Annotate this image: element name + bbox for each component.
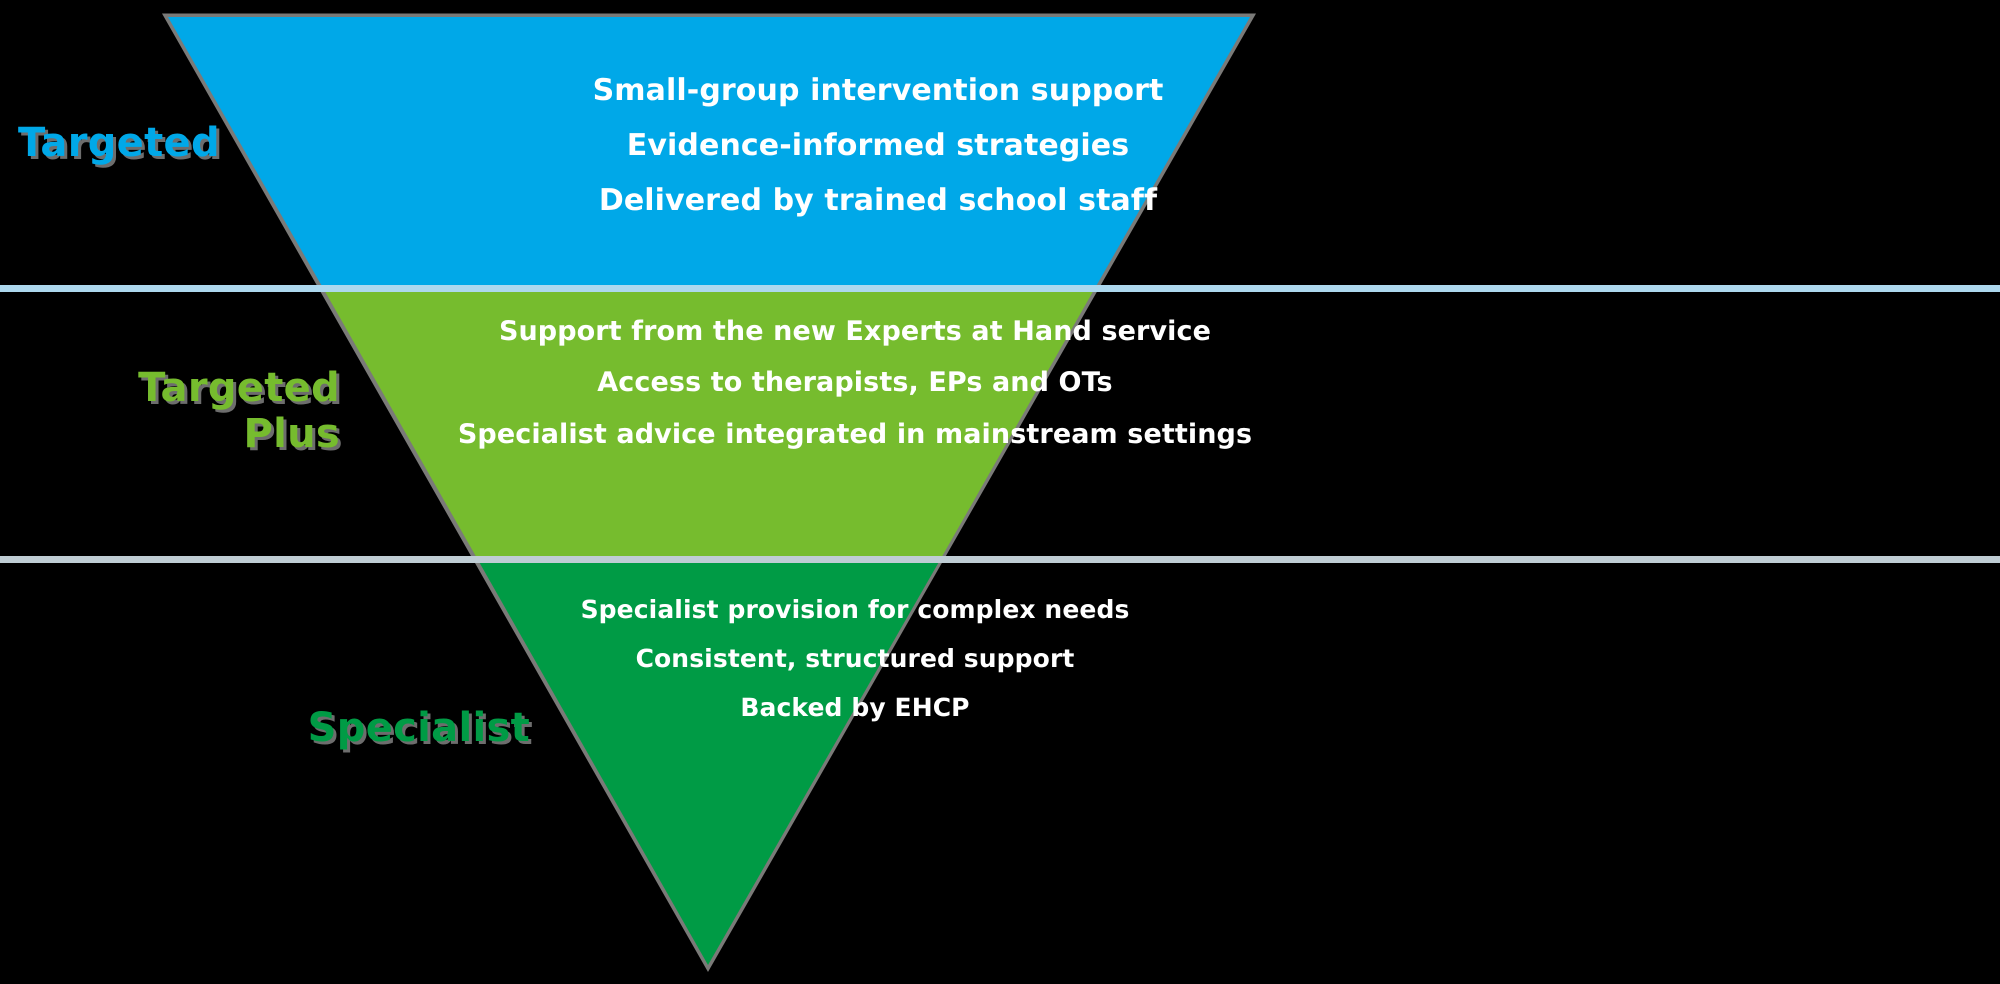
tier-divider-bottom: [0, 556, 2000, 563]
tier-targeted-plus-line-2: Access to therapists, EPs and OTs: [597, 367, 1113, 399]
funnel-band-specialist: [478, 560, 940, 965]
funnel-band-targeted: [168, 17, 1250, 288]
tier-divider-top: [0, 285, 2000, 292]
tier-targeted-content: Small-group intervention support Evidenc…: [348, 63, 1408, 229]
tier-specialist-line-2: Consistent, structured support: [635, 644, 1075, 673]
tier-label-specialist: Specialist: [307, 705, 530, 751]
tier-targeted-plus-line-3: Specialist advice integrated in mainstre…: [457, 418, 1253, 450]
tier-targeted-line-1: Small-group intervention support: [592, 73, 1164, 108]
tier-label-targeted-plus: Targeted Plus: [138, 365, 340, 458]
funnel-band-targeted-plus: [323, 288, 1095, 560]
tier-targeted-line-3: Delivered by trained school staff: [598, 183, 1158, 219]
tier-targeted-plus-content: Support from the new Experts at Hand ser…: [400, 306, 1310, 460]
tier-targeted-line-2: Evidence-informed strategies: [626, 128, 1130, 164]
tier-specialist-line-1: Specialist provision for complex needs: [580, 595, 1130, 624]
tier-label-targeted: Targeted: [18, 120, 220, 166]
tier-specialist-content: Specialist provision for complex needs C…: [470, 585, 1240, 732]
tier-specialist-line-3: Backed by EHCP: [740, 693, 970, 722]
tier-targeted-plus-line-1: Support from the new Experts at Hand ser…: [498, 316, 1212, 347]
